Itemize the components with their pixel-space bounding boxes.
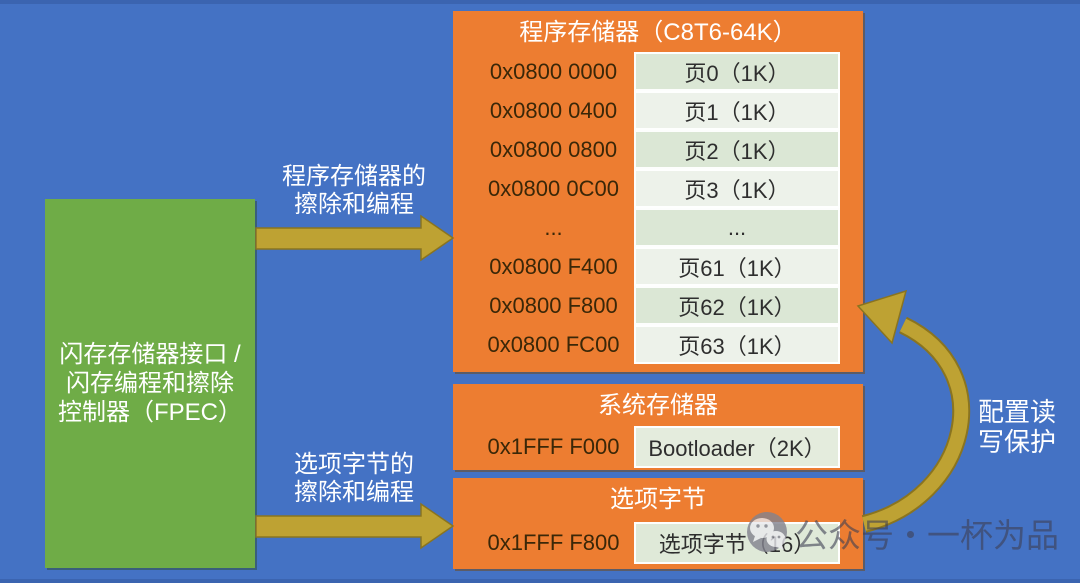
memory-row: 0x0800 0000 页0（1K） (453, 52, 863, 91)
watermark-text: 公众号・一杯为品 (795, 517, 1059, 554)
program-erase-arrow-icon (255, 214, 455, 262)
memory-row: 0x0800 FC00 页63（1K） (453, 325, 863, 364)
protect-curved-arrow-icon (861, 316, 971, 533)
page-cell: 页0（1K） (634, 52, 840, 91)
page-cell: 页2（1K） (634, 130, 840, 169)
address-label: 0x0800 0800 (489, 136, 618, 162)
program-erase-label-line1: 程序存储器的 (282, 163, 426, 190)
address-label: ... (544, 214, 563, 240)
page-cell: 页63（1K） (634, 325, 840, 364)
page-cell: 页3（1K） (634, 169, 840, 208)
address-label: 0x0800 FC00 (487, 331, 620, 357)
system-memory-title: 系统存储器 (598, 392, 718, 419)
memory-row: 0x1FFF F800 选项字节（16） (453, 522, 863, 564)
protect-label-line1: 配置读 (978, 397, 1057, 427)
memory-row-ellipsis: ... ... (453, 208, 863, 247)
protect-arrowhead-icon (856, 289, 908, 345)
address-label: 0x1FFF F800 (487, 530, 620, 555)
program-memory-rows: 0x0800 0000 页0（1K） 0x0800 0400 页1（1K） 0x… (453, 52, 863, 364)
protect-curved-arrow-body (862, 318, 969, 531)
protect-label-line2: 写保护 (978, 427, 1057, 457)
fpec-controller-box: 闪存存储器接口 / 闪存编程和擦除 控制器（FPEC） (45, 199, 255, 568)
memory-row: 0x0800 0C00 页3（1K） (453, 169, 863, 208)
page-cell: 页61（1K） (634, 247, 840, 286)
system-memory-box: 系统存储器 0x1FFF F000 Bootloader（2K） (453, 384, 863, 470)
address-label: 0x0800 0000 (489, 58, 618, 84)
address-label: 0x0800 0C00 (488, 175, 619, 201)
program-erase-label: 程序存储器的 擦除和编程 (254, 163, 454, 219)
watermark: 公众号・一杯为品 (745, 509, 1059, 557)
option-erase-label-line2: 擦除和编程 (294, 479, 414, 506)
option-bytes-box: 选项字节 0x1FFF F800 选项字节（16） (453, 478, 863, 569)
address-label: 0x0800 0400 (489, 97, 618, 123)
memory-row: 0x0800 F400 页61（1K） (453, 247, 863, 286)
page-cell: ... (634, 208, 840, 247)
option-bytes-cell: 选项字节（16） (634, 522, 840, 564)
option-erase-label-line1: 选项字节的 (294, 451, 414, 478)
address-label: 0x1FFF F000 (487, 434, 620, 459)
address-label: 0x0800 F800 (489, 292, 618, 318)
bootloader-cell: Bootloader（2K） (634, 426, 840, 468)
program-memory-title: 程序存储器（C8T6-64K） (519, 19, 797, 46)
option-bytes-title: 选项字节 (610, 486, 706, 513)
fpec-line-3: 控制器（FPEC） (57, 399, 242, 426)
option-erase-label: 选项字节的 擦除和编程 (254, 451, 454, 507)
memory-row: 0x1FFF F000 Bootloader（2K） (453, 426, 863, 468)
program-memory-box: 程序存储器（C8T6-64K） 0x0800 0000 页0（1K） 0x080… (453, 11, 863, 372)
memory-row: 0x0800 F800 页62（1K） (453, 286, 863, 325)
address-label: 0x0800 F400 (489, 253, 618, 279)
protect-label: 配置读 写保护 (978, 397, 1080, 457)
fpec-line-1: 闪存存储器接口 / (59, 341, 241, 368)
memory-row: 0x0800 0400 页1（1K） (453, 91, 863, 130)
fpec-line-2: 闪存编程和擦除 (66, 370, 234, 397)
page-cell: 页62（1K） (634, 286, 840, 325)
option-erase-arrow-icon (255, 502, 455, 550)
memory-row: 0x0800 0800 页2（1K） (453, 130, 863, 169)
page-cell: 页1（1K） (634, 91, 840, 130)
program-erase-label-line2: 擦除和编程 (294, 191, 414, 218)
wechat-icon (747, 512, 787, 552)
